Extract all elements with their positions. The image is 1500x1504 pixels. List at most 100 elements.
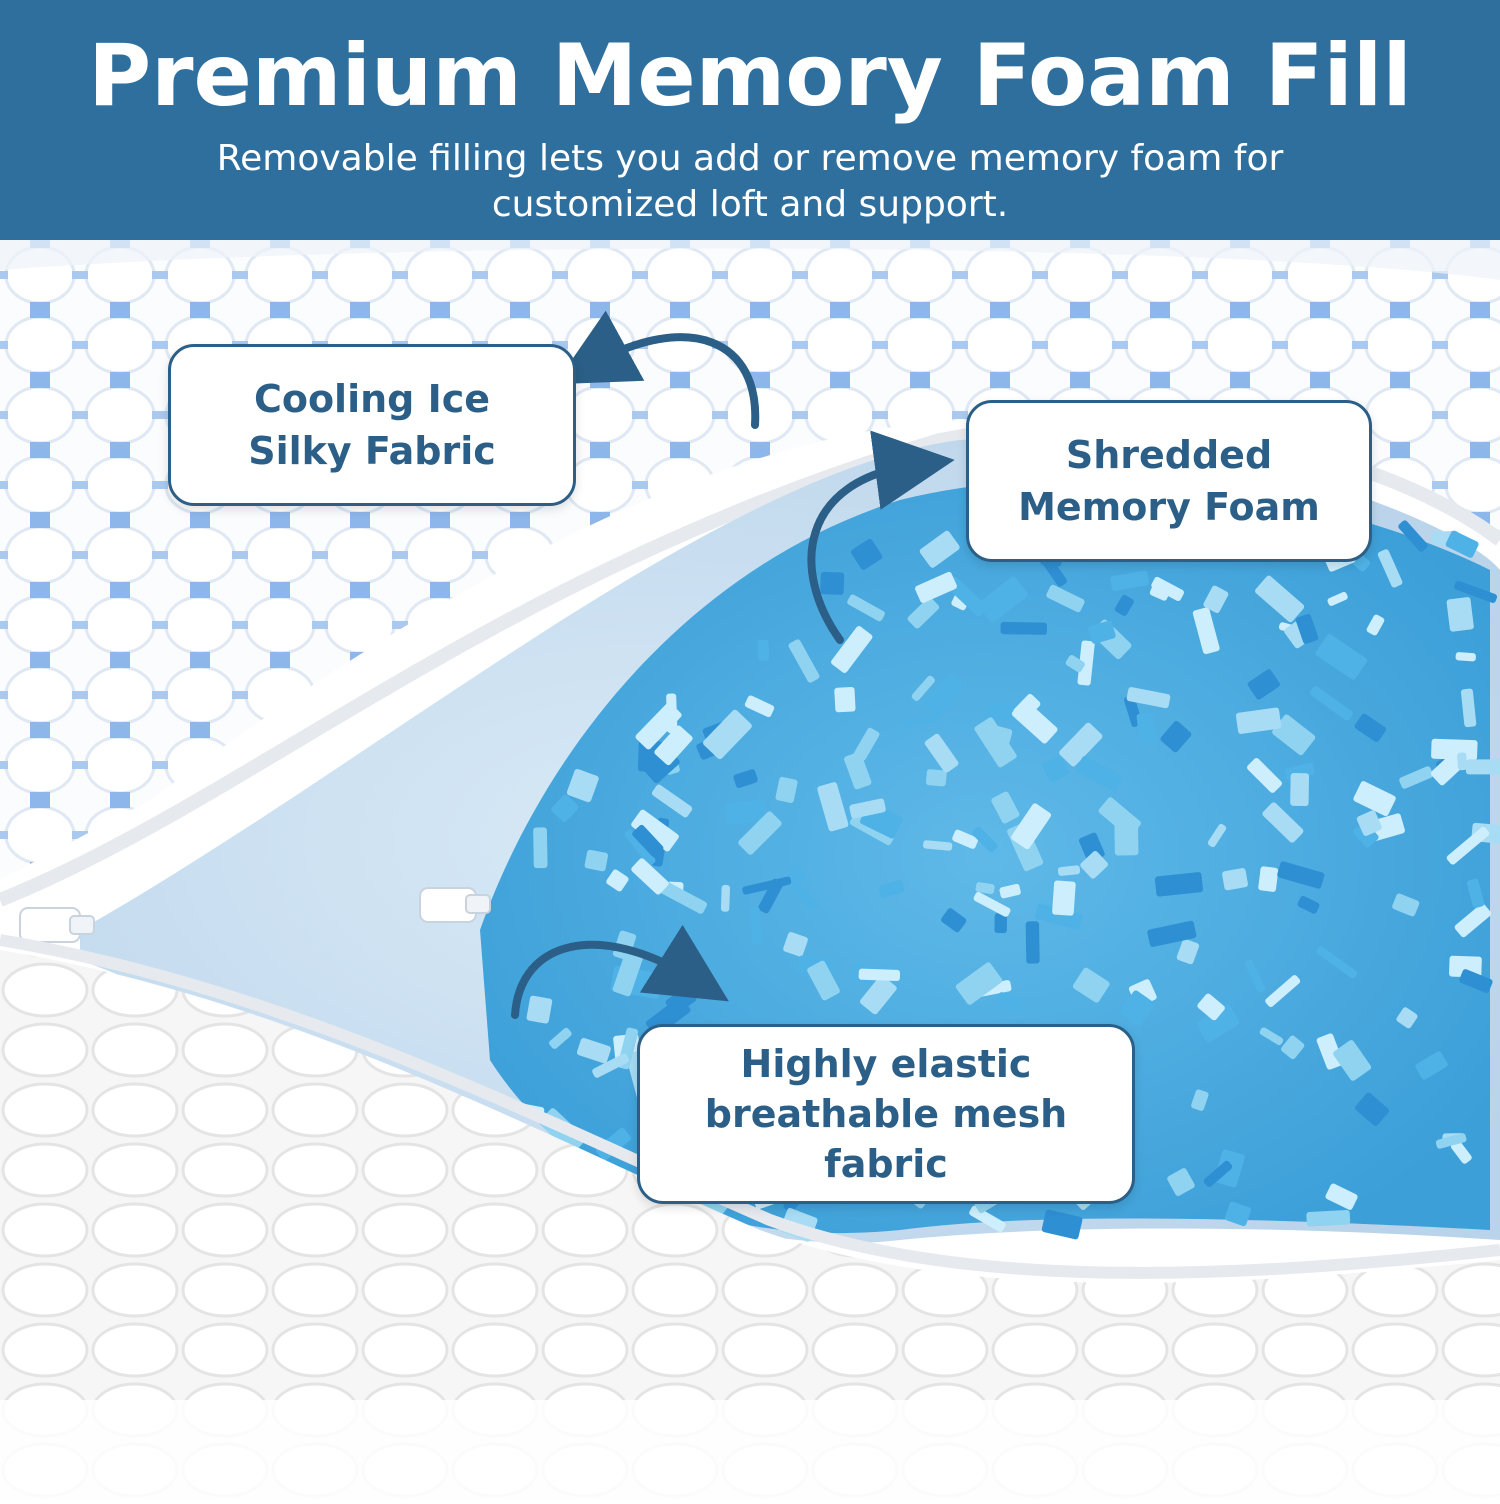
foam-chip <box>606 869 629 892</box>
foam-chip <box>635 702 682 750</box>
foam-chip <box>720 884 731 912</box>
foam-chip <box>994 913 1008 934</box>
foam-chip <box>911 675 935 701</box>
foam-chip <box>847 594 885 622</box>
foam-chip <box>1450 1140 1472 1164</box>
foam-chip <box>1377 549 1403 588</box>
foam-chip <box>1446 597 1474 632</box>
foam-chip <box>1392 893 1420 917</box>
foam-chip <box>1277 861 1325 889</box>
foam-chip <box>1176 939 1200 965</box>
foam-chip <box>1446 826 1490 865</box>
foam-chip <box>1316 946 1358 979</box>
foam-chip <box>831 626 873 673</box>
foam-chip <box>1154 872 1203 897</box>
foam-chip <box>533 827 548 869</box>
foam-chip <box>632 824 664 858</box>
foam-chip <box>1306 1210 1351 1227</box>
foam-chip <box>744 695 775 718</box>
foam-chip <box>654 725 693 766</box>
foam-chip <box>549 1027 572 1049</box>
foam-chip <box>977 576 1028 623</box>
foam-chip <box>919 530 960 568</box>
foam-chip <box>624 829 656 866</box>
foam-chip <box>584 849 609 872</box>
foam-chip <box>1435 1133 1467 1149</box>
foam-chip <box>1222 868 1248 891</box>
pillow-image <box>0 240 1500 1500</box>
callout-foam-text: Shredded Memory Foam <box>1018 433 1320 529</box>
foam-chip <box>566 768 599 803</box>
foam-chip <box>1399 766 1434 789</box>
foam-chip <box>955 962 1003 1005</box>
foam-chip <box>1259 1027 1284 1046</box>
foam-chip <box>1327 591 1348 606</box>
foam-chip <box>1025 921 1040 964</box>
foam-chip <box>1077 640 1095 686</box>
header-banner: Premium Memory Foam Fill Removable filli… <box>0 0 1500 240</box>
foam-chip <box>631 858 669 895</box>
foam-chip <box>1415 1051 1448 1080</box>
foam-chip <box>1459 969 1493 993</box>
foam-chip <box>1281 1035 1305 1060</box>
foam-chip <box>659 881 708 914</box>
foam-chip <box>975 882 995 895</box>
foam-chip <box>1197 993 1225 1021</box>
foam-chip <box>1126 687 1171 709</box>
foam-chip <box>738 811 782 855</box>
foam-chip <box>1110 570 1149 591</box>
foam-chip <box>1465 759 1500 775</box>
callout-cooling-fabric: Cooling Ice Silky Fabric <box>168 344 576 506</box>
foam-chip <box>1149 580 1172 601</box>
foam-chip <box>742 876 792 895</box>
foam-chip <box>787 863 808 885</box>
foam-chip <box>526 995 553 1024</box>
foam-chip <box>1136 712 1157 745</box>
foam-chip <box>1455 652 1476 662</box>
foam-chip <box>902 714 939 728</box>
foam-chip <box>1120 990 1155 1026</box>
foam-chip <box>1160 721 1192 753</box>
callout-cooling-text: Cooling Ice Silky Fabric <box>248 377 496 473</box>
foam-chip <box>1457 752 1468 771</box>
foam-chip <box>999 883 1021 899</box>
foam-chip <box>1192 607 1220 655</box>
foam-chip <box>807 960 840 1001</box>
foam-chip <box>749 906 763 944</box>
foam-chip <box>1196 1004 1240 1043</box>
foam-chip <box>671 946 691 966</box>
foam-chip <box>1272 714 1316 756</box>
foam-chip <box>1255 575 1305 623</box>
foam-chip <box>1011 699 1058 744</box>
foam-chip <box>1466 878 1485 908</box>
foam-chip <box>1080 851 1108 879</box>
foam-chip <box>1000 621 1047 635</box>
foam-chip <box>859 975 897 1015</box>
foam-chip <box>853 727 880 761</box>
foam-chip <box>985 702 1016 721</box>
pillow-bottom-cover <box>0 950 1500 1500</box>
foam-chip <box>1052 880 1076 916</box>
foam-chip <box>1354 713 1387 742</box>
zipper-pull-right <box>419 887 491 923</box>
foam-chip <box>1449 955 1482 978</box>
foam-chip <box>1353 781 1396 817</box>
foam-chip <box>1114 594 1134 616</box>
foam-chip <box>973 892 1011 917</box>
foam-chip <box>1309 686 1353 721</box>
foam-chip <box>1065 655 1085 673</box>
foam-chip <box>1265 975 1301 1007</box>
foam-chip <box>952 829 979 849</box>
foam-chip <box>551 794 579 822</box>
foam-chip <box>1042 755 1070 783</box>
foam-chip <box>1147 920 1197 947</box>
foam-chip <box>783 932 808 957</box>
arrow-foam <box>807 430 955 644</box>
foam-chip <box>972 826 998 853</box>
foam-chip <box>923 840 953 851</box>
foam-chip <box>733 769 758 788</box>
foam-chip <box>1076 756 1123 792</box>
zipper-pull-left <box>19 907 95 943</box>
foam-chip <box>1191 1089 1209 1111</box>
foam-chip <box>817 782 849 832</box>
